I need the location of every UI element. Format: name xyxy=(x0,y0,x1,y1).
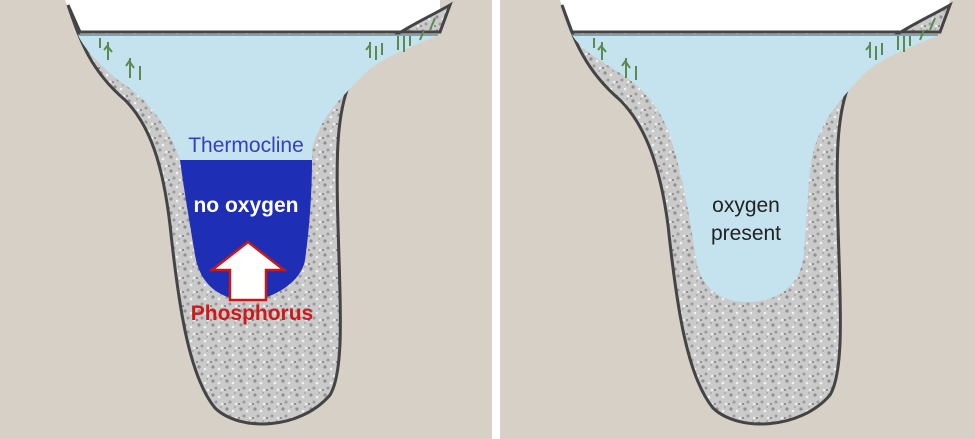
anoxic-label: no oxygen xyxy=(193,194,298,217)
phosphorus-label: Phosphorus xyxy=(191,302,314,325)
mixed-lake-panel: oxygen present xyxy=(500,0,975,439)
oxygen-present-label-line1: oxygen xyxy=(712,194,780,217)
oxygen-present-label-line2: present xyxy=(711,222,781,245)
thermocline-label: Thermocline xyxy=(188,134,304,157)
panel-divider xyxy=(492,0,500,439)
air-right xyxy=(560,0,950,32)
air-left xyxy=(65,0,440,32)
stratified-lake-panel: Thermocline no oxygen Phosphorus xyxy=(0,0,492,439)
